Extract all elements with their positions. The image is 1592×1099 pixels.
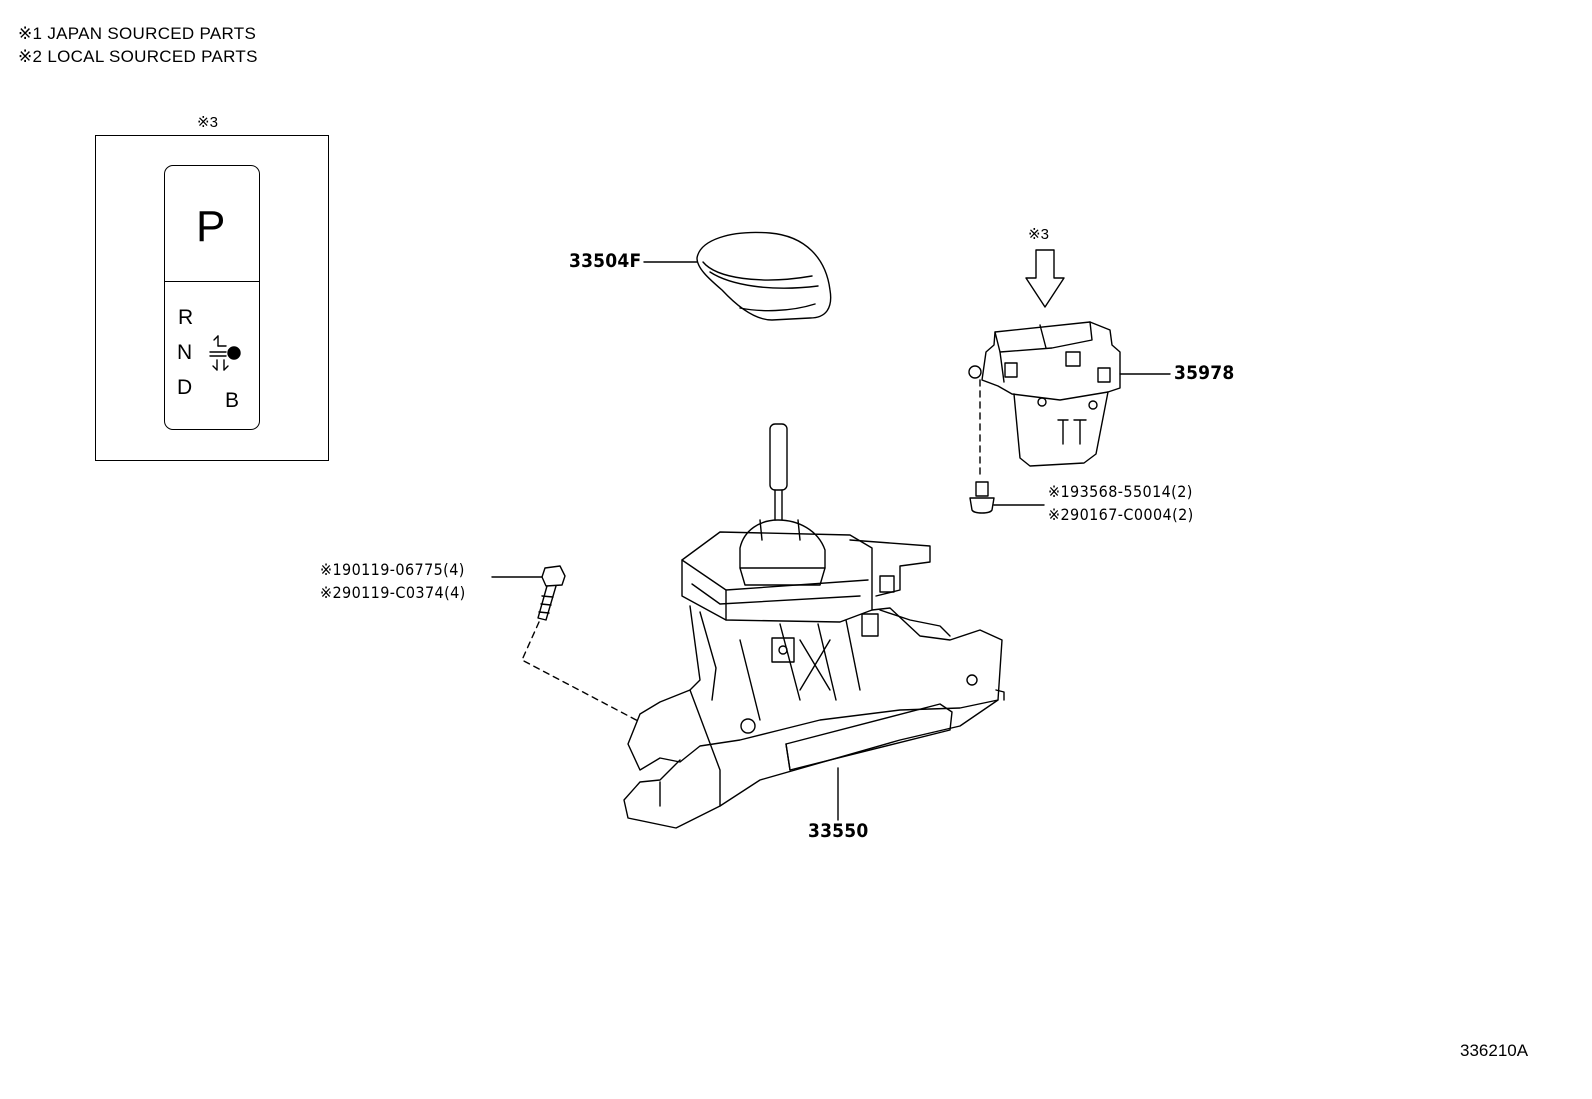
screw-part-number-2: ※290167-C0004(2) bbox=[1048, 505, 1194, 524]
screw-part-numbers: ※193568-55014(2) ※290167-C0004(2) bbox=[1048, 480, 1194, 526]
part-number-shifter: 33550 bbox=[808, 820, 869, 842]
shift-knob-drawing bbox=[696, 231, 832, 321]
bolt-part-number-2: ※290119-C0374(4) bbox=[320, 583, 466, 602]
plate-divider bbox=[164, 281, 260, 282]
bolt-part-number-1: ※190119-06775(4) bbox=[320, 560, 465, 579]
pattern-switch-drawing bbox=[968, 249, 1121, 467]
screw-part-number-1: ※193568-55014(2) bbox=[1048, 482, 1193, 501]
part-number-knob: 33504F bbox=[569, 250, 642, 272]
position-p-label: P bbox=[196, 202, 226, 251]
position-r-label: R bbox=[178, 306, 194, 329]
diagram-id: 336210A bbox=[1460, 1041, 1529, 1060]
sourcing-notes: ※1 JAPAN SOURCED PARTS ※2 LOCAL SOURCED … bbox=[18, 22, 258, 68]
screw-drawing bbox=[969, 481, 995, 514]
position-b-label: B bbox=[225, 389, 240, 412]
bolt-part-numbers: ※190119-06775(4) ※290119-C0374(4) bbox=[320, 558, 466, 604]
shift-lever-assembly-drawing bbox=[623, 423, 1005, 829]
install-arrow-icon bbox=[1025, 249, 1065, 308]
shift-plate-inset bbox=[95, 135, 329, 461]
bolt-drawing bbox=[537, 565, 566, 621]
position-n-label: N bbox=[177, 341, 193, 364]
position-d-label: D bbox=[177, 376, 193, 399]
shift-pattern-icon bbox=[209, 335, 241, 371]
switch-reference-mark: ※3 bbox=[1028, 226, 1049, 243]
shift-position-plate bbox=[164, 165, 260, 430]
part-number-switch: 35978 bbox=[1174, 362, 1235, 384]
inset-reference-mark: ※3 bbox=[197, 114, 218, 131]
bolt-dashed-line bbox=[521, 621, 641, 723]
note-japan-sourced: ※1 JAPAN SOURCED PARTS bbox=[18, 24, 257, 43]
note-local-sourced: ※2 LOCAL SOURCED PARTS bbox=[18, 47, 258, 66]
